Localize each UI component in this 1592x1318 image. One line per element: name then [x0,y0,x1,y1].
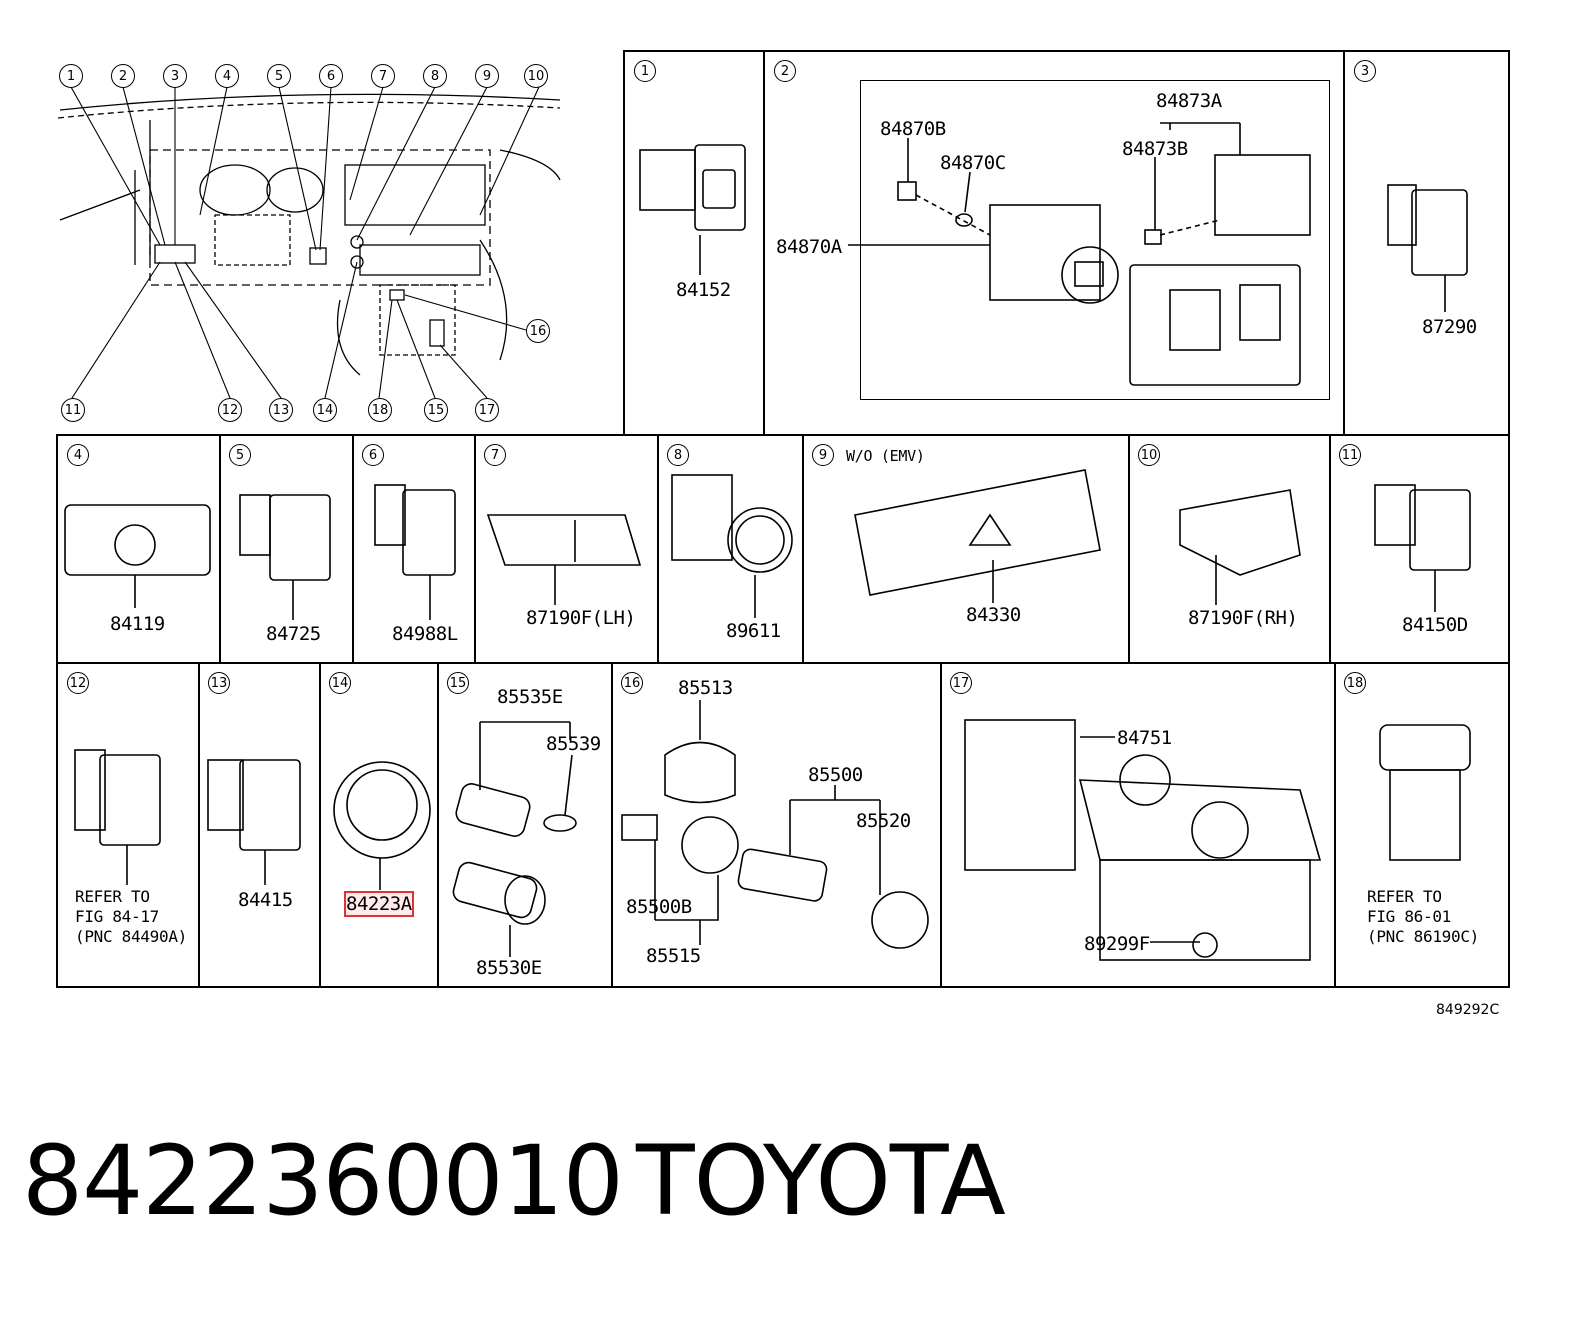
panel-number: 1 [634,60,656,82]
panel-number: 3 [1354,60,1376,82]
callout-10[interactable]: 10 [524,64,548,88]
part-number[interactable]: 87290 [1422,316,1477,338]
part-number[interactable]: 84870C [940,152,1006,174]
variant-condition: W/O (EMV) [846,447,925,465]
panel-number: 2 [774,60,796,82]
part-number[interactable]: 85535E [497,686,563,708]
callout-4[interactable]: 4 [215,64,239,88]
switch-84152-drawing [639,144,746,275]
part-number[interactable]: 84150D [1402,614,1468,636]
panel-number: 13 [208,672,230,694]
part-number[interactable]: 84988L [392,623,458,645]
row2-drawings [64,469,1471,620]
part-number[interactable]: 89299F [1084,933,1150,955]
switch-87290-drawing [1387,184,1468,312]
part-number[interactable]: 85500B [626,896,692,918]
callout-12[interactable]: 12 [218,398,242,422]
callout-18[interactable]: 18 [368,398,392,422]
callout-5[interactable]: 5 [267,64,291,88]
callout-15[interactable]: 15 [424,398,448,422]
part-number[interactable]: 85539 [546,733,601,755]
row3-drawings [74,700,1471,961]
part-number[interactable]: 85530E [476,957,542,979]
panel-number: 10 [1138,444,1160,466]
part-number-title: 8422360010 [22,1125,624,1237]
panel-9 [802,434,1130,664]
panel-13 [198,662,321,988]
panel-number: 6 [362,444,384,466]
part-number[interactable]: 84873A [1156,90,1222,112]
panel-number: 16 [621,672,643,694]
part-number[interactable]: 84870A [776,236,842,258]
reference-note: REFER TO FIG 86-01 (PNC 86190C) [1367,887,1479,946]
callout-16[interactable]: 16 [526,319,550,343]
callout-14[interactable]: 14 [313,398,337,422]
part-number[interactable]: 87190F(RH) [1188,607,1298,629]
panel-7 [474,434,659,664]
part-number[interactable]: 85513 [678,677,733,699]
part-number-highlighted[interactable]: 84223A [344,891,414,917]
callout-7[interactable]: 7 [371,64,395,88]
panel-number: 15 [447,672,469,694]
part-number[interactable]: 85520 [856,810,911,832]
figure-code: 849292C [1436,1002,1500,1018]
callout-6[interactable]: 6 [319,64,343,88]
panel-number: 14 [329,672,351,694]
callout-1[interactable]: 1 [59,64,83,88]
panel-18 [1334,662,1510,988]
panel-number: 4 [67,444,89,466]
callout-11[interactable]: 11 [61,398,85,422]
overview-leaders-top [70,86,540,251]
part-number[interactable]: 84873B [1122,138,1188,160]
mirror-switch-group-box [860,80,1330,400]
part-number[interactable]: 85515 [646,945,701,967]
part-number[interactable]: 89611 [726,620,781,642]
panel-3 [1343,50,1510,436]
callout-2[interactable]: 2 [111,64,135,88]
overview-leaders-bottom [71,261,527,399]
callout-17[interactable]: 17 [475,398,499,422]
panel-10 [1128,434,1331,664]
mirror-switch-assembly-drawing [848,122,1311,386]
part-number[interactable]: 84119 [110,613,165,635]
part-number[interactable]: 84330 [966,604,1021,626]
part-number[interactable]: 84152 [676,279,731,301]
dashboard-overview-sketch [57,93,561,376]
panel-number: 8 [667,444,689,466]
part-number[interactable]: 85500 [808,764,863,786]
panel-number: 11 [1339,444,1361,466]
panel-number: 5 [229,444,251,466]
part-number[interactable]: 87190F(LH) [526,607,636,629]
panel-1 [623,50,765,436]
part-number[interactable]: 84870B [880,118,946,140]
callout-3[interactable]: 3 [163,64,187,88]
panel-number: 17 [950,672,972,694]
panel-14 [319,662,439,988]
panel-15 [437,662,613,988]
panel-number: 7 [484,444,506,466]
callout-9[interactable]: 9 [475,64,499,88]
panel-number: 9 [812,444,834,466]
callout-8[interactable]: 8 [423,64,447,88]
part-number[interactable]: 84415 [238,889,293,911]
callout-13[interactable]: 13 [269,398,293,422]
part-number[interactable]: 84751 [1117,727,1172,749]
panel-number: 18 [1344,672,1366,694]
reference-note: REFER TO FIG 84-17 (PNC 84490A) [75,887,187,946]
part-number[interactable]: 84725 [266,623,321,645]
panel-number: 12 [67,672,89,694]
brand-title: TOYOTA [636,1125,1006,1237]
